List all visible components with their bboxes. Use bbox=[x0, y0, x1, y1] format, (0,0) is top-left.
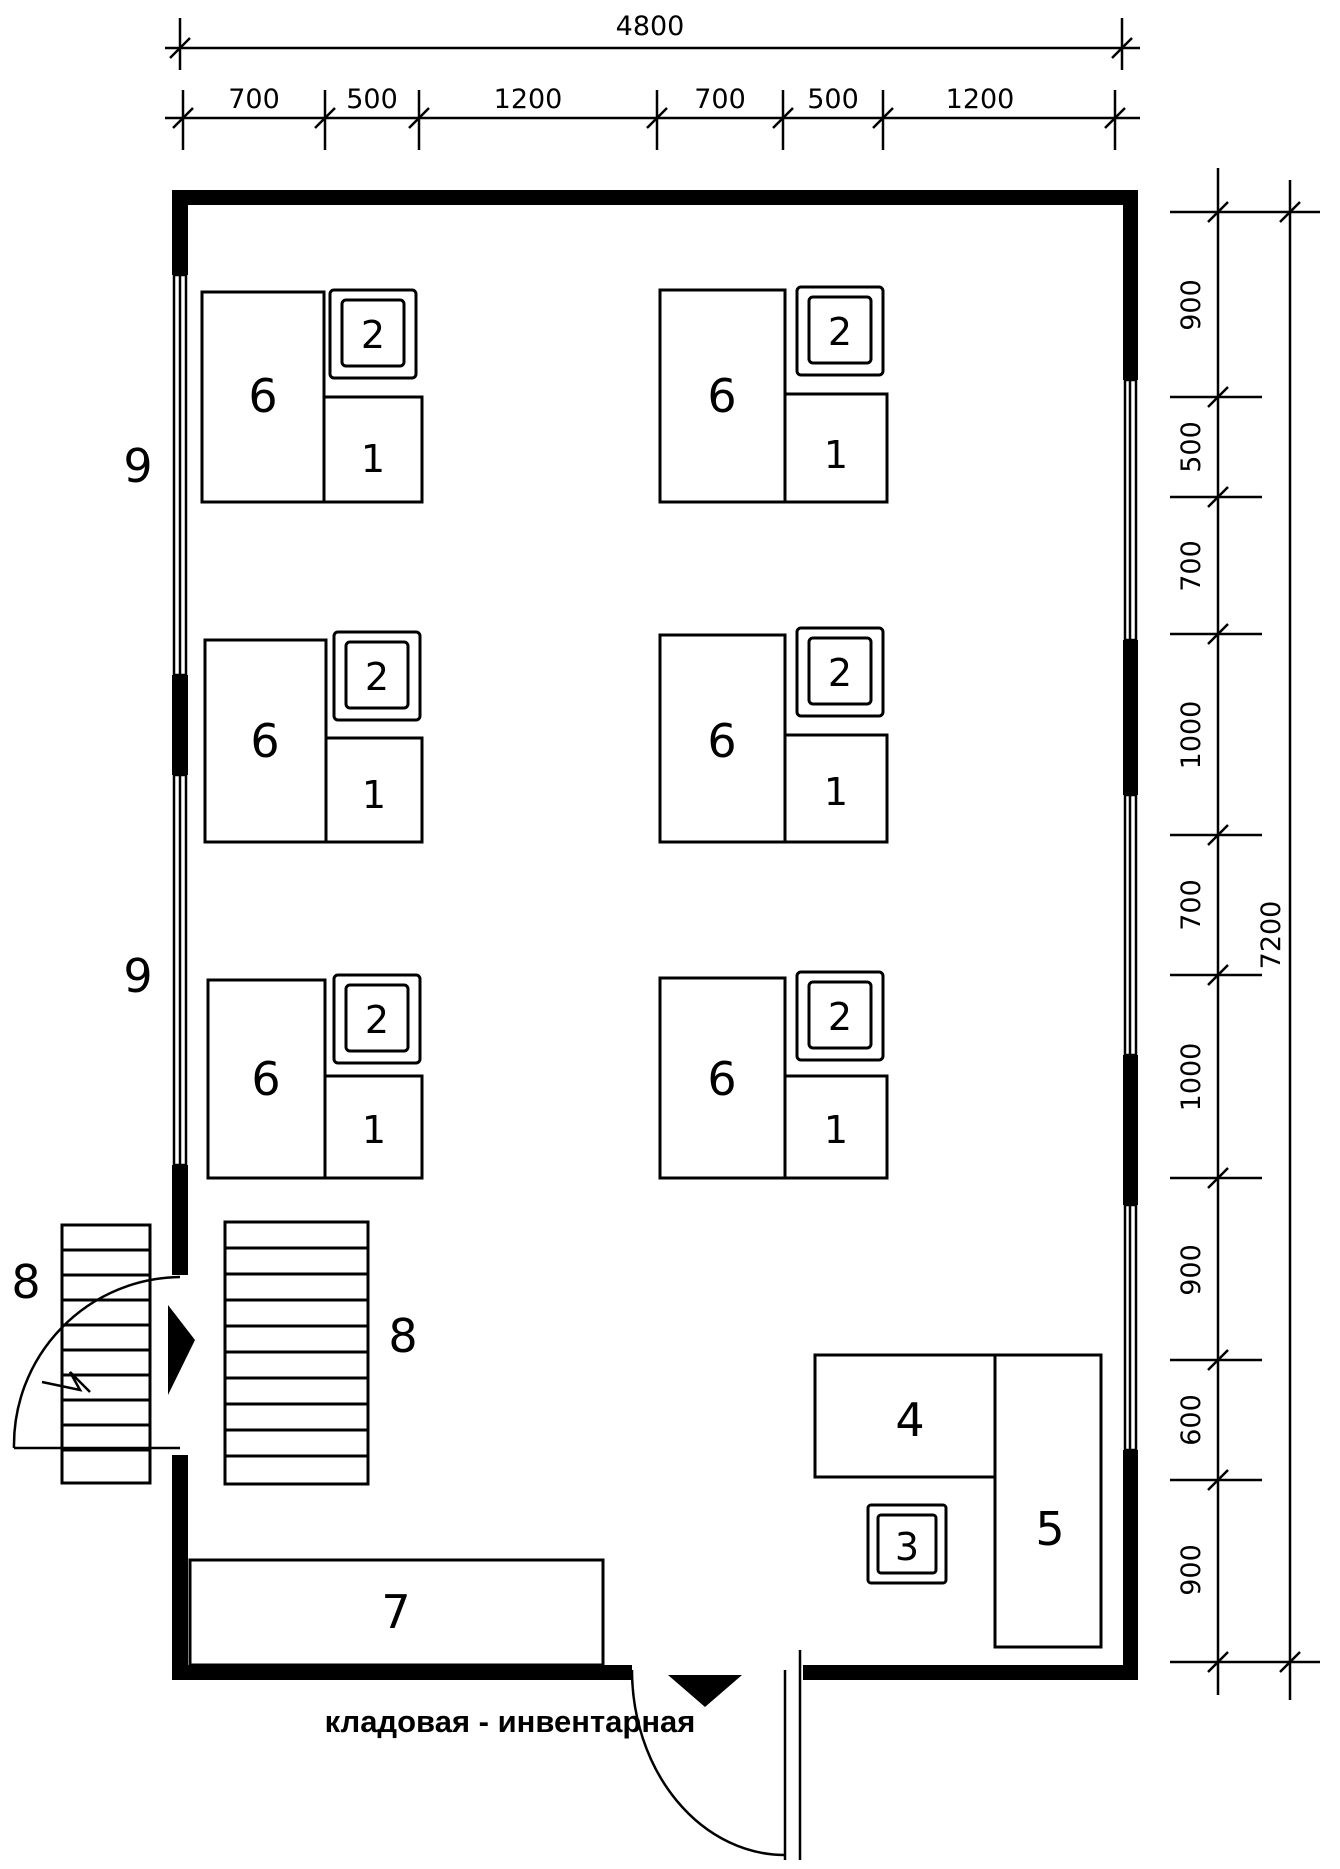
dim-right-9: 900 bbox=[1176, 1544, 1207, 1596]
wall-left-seg1 bbox=[172, 190, 188, 275]
wall-bottom-left bbox=[172, 1665, 632, 1680]
label-table-1: 6 bbox=[248, 369, 277, 423]
label-table-3: 6 bbox=[250, 714, 279, 768]
wall-left-seg3 bbox=[172, 1165, 188, 1275]
workstation-2 bbox=[658, 285, 889, 504]
label-item-7: 7 bbox=[381, 1585, 410, 1639]
label-cabinet-5: 1 bbox=[362, 1108, 386, 1152]
label-stairs-interior: 8 bbox=[388, 1309, 417, 1363]
dim-top-4: 700 bbox=[694, 84, 746, 115]
dim-right-6: 1000 bbox=[1176, 1043, 1207, 1112]
workstation-3 bbox=[203, 630, 424, 844]
label-window-2: 9 bbox=[123, 949, 152, 1003]
dim-right-8: 600 bbox=[1176, 1394, 1207, 1446]
dim-right-3: 700 bbox=[1176, 540, 1207, 592]
label-chair-6: 2 bbox=[828, 995, 852, 1039]
label-chair-4: 2 bbox=[828, 651, 852, 695]
chair-2-inner bbox=[807, 980, 873, 1050]
dim-right-total: 7200 bbox=[1256, 901, 1287, 970]
table-6 bbox=[658, 976, 787, 1180]
dim-top-2: 500 bbox=[346, 84, 398, 115]
table-6 bbox=[203, 638, 328, 844]
label-cabinet-6: 1 bbox=[824, 1108, 848, 1152]
lower-right-furniture bbox=[813, 1353, 1103, 1649]
entrance-arrow-left bbox=[168, 1305, 195, 1395]
item-3-inner bbox=[876, 1513, 938, 1575]
cabinet-1 bbox=[324, 736, 424, 844]
dim-top-6: 1200 bbox=[946, 84, 1015, 115]
workstations bbox=[200, 285, 889, 1180]
chair-2-inner bbox=[807, 295, 873, 365]
label-chair-5: 2 bbox=[365, 998, 389, 1042]
label-item-3: 3 bbox=[895, 1525, 919, 1569]
room-caption: кладовая - инвентарная bbox=[325, 1704, 696, 1739]
wall-right-seg2 bbox=[1123, 640, 1138, 795]
table-6 bbox=[658, 633, 787, 844]
dim-top-5: 500 bbox=[807, 84, 859, 115]
label-table-4: 6 bbox=[707, 714, 736, 768]
cabinet-1 bbox=[783, 392, 889, 504]
stairs-exterior bbox=[60, 1223, 152, 1485]
dim-right-1: 900 bbox=[1176, 279, 1207, 331]
workstation-1 bbox=[200, 288, 424, 504]
label-chair-1: 2 bbox=[361, 313, 385, 357]
label-cabinet-1: 1 bbox=[361, 437, 385, 481]
label-cabinet-4: 1 bbox=[824, 770, 848, 814]
stairs-interior bbox=[223, 1220, 370, 1486]
right-dimension-chain bbox=[1170, 168, 1320, 1700]
dim-right-5: 700 bbox=[1176, 879, 1207, 931]
item-7 bbox=[188, 1558, 605, 1667]
label-table-5: 6 bbox=[251, 1052, 280, 1106]
dim-right-7: 900 bbox=[1176, 1244, 1207, 1296]
cabinet-1 bbox=[323, 1074, 424, 1180]
workstation-5 bbox=[206, 973, 424, 1180]
dim-right-2: 500 bbox=[1176, 421, 1207, 473]
label-item-5: 5 bbox=[1035, 1502, 1064, 1556]
label-table-2: 6 bbox=[707, 369, 736, 423]
left-door bbox=[12, 1275, 181, 1450]
windows bbox=[172, 273, 1138, 1452]
label-item-4: 4 bbox=[895, 1393, 924, 1447]
label-cabinet-2: 1 bbox=[824, 433, 848, 477]
label-window-1: 9 bbox=[123, 439, 152, 493]
cabinet-1 bbox=[783, 733, 889, 844]
wall-top bbox=[172, 190, 1138, 205]
chair-2-inner bbox=[340, 298, 406, 368]
label-stairs-exterior: 8 bbox=[11, 1255, 40, 1309]
wall-left-seg2 bbox=[172, 675, 188, 775]
workstation-6 bbox=[658, 970, 889, 1180]
cabinet-1 bbox=[322, 395, 424, 504]
wall-bottom-right bbox=[803, 1665, 1138, 1680]
dim-top-3: 1200 bbox=[494, 84, 563, 115]
item-4 bbox=[813, 1353, 997, 1479]
label-cabinet-3: 1 bbox=[362, 773, 386, 817]
table-6 bbox=[200, 290, 326, 504]
top-dimension-chain bbox=[165, 18, 1140, 150]
wall-right-seg1 bbox=[1123, 190, 1138, 380]
dim-right-4: 1000 bbox=[1176, 701, 1207, 770]
cabinet-1 bbox=[783, 1074, 889, 1180]
chair-2-inner bbox=[807, 636, 873, 706]
dim-top-total: 4800 bbox=[616, 11, 685, 42]
item-5 bbox=[993, 1353, 1103, 1649]
wall-left-seg4 bbox=[172, 1455, 188, 1680]
label-chair-2: 2 bbox=[828, 310, 852, 354]
walls bbox=[172, 190, 1138, 1680]
entrance-arrow-bottom bbox=[668, 1675, 742, 1707]
chair-2-inner bbox=[344, 983, 410, 1053]
label-chair-3: 2 bbox=[365, 655, 389, 699]
dim-top-1: 700 bbox=[228, 84, 280, 115]
wall-right-seg4 bbox=[1123, 1450, 1138, 1680]
table-6 bbox=[658, 288, 787, 504]
wall-right-seg3 bbox=[1123, 1055, 1138, 1205]
label-table-6: 6 bbox=[707, 1052, 736, 1106]
bottom-door bbox=[630, 1650, 802, 1860]
workstation-4 bbox=[658, 626, 889, 844]
chair-2-inner bbox=[344, 640, 410, 710]
